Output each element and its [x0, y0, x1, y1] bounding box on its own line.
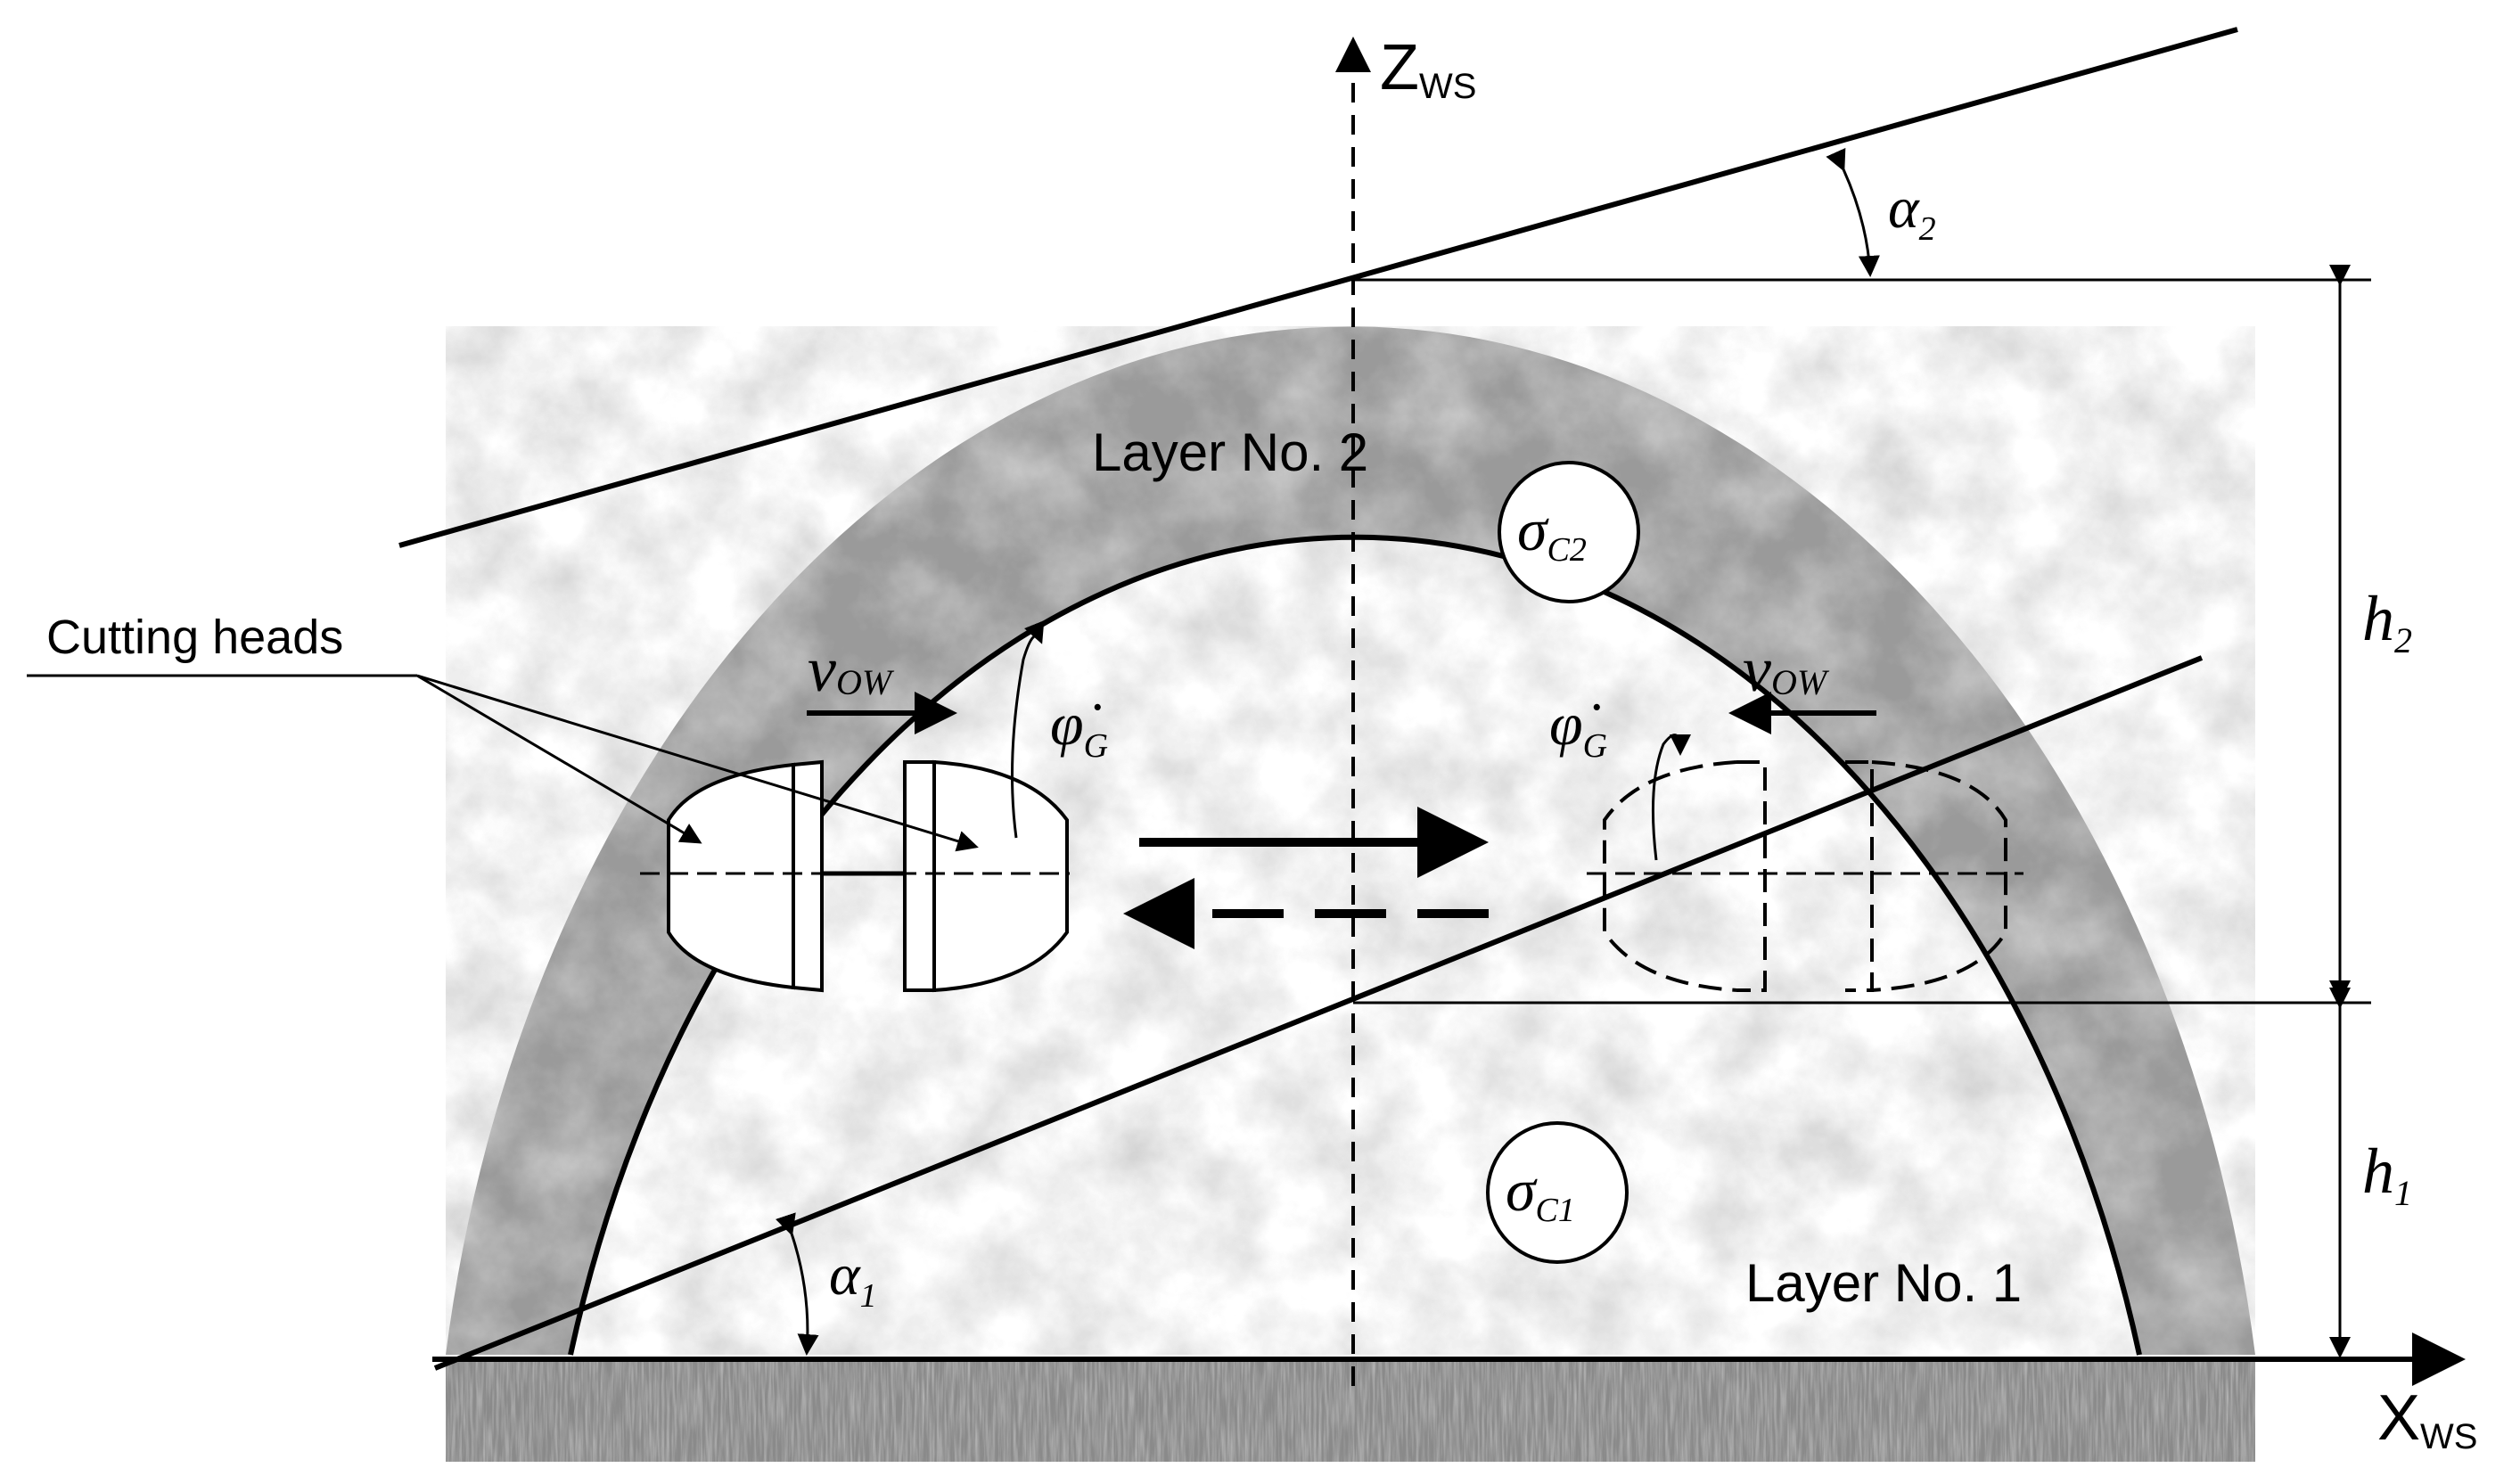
x-axis-label: XWS [2377, 1382, 2477, 1456]
stress-circle-c2 [1498, 461, 1640, 603]
cutting-heads-callout [27, 674, 979, 852]
rotation-arrow-left [1011, 620, 1045, 839]
alpha1-arc [775, 1212, 819, 1356]
layer-1-label: Layer No. 1 [1745, 1253, 2022, 1313]
alpha2-arc [1826, 147, 1880, 277]
layer-boundary-lower [433, 655, 2204, 1371]
layer-2-label: Layer No. 2 [1092, 422, 1368, 482]
ground-strip [446, 1357, 2255, 1462]
layer-boundary-upper [398, 27, 2238, 548]
z-axis-label: ZWS [1380, 32, 1476, 106]
velocity-label-left: vOW [808, 634, 895, 705]
cutting-heads-label: Cutting heads [46, 611, 343, 664]
stress-c1-label: σC1 [1506, 1156, 1575, 1229]
alpha1-label: α1 [829, 1242, 877, 1315]
velocity-label-right: vOW [1743, 634, 1830, 705]
stress-circle-c1 [1486, 1121, 1629, 1264]
cutting-heads-dashed [1587, 760, 2023, 992]
alpha2-label: α2 [1888, 176, 1936, 248]
rotation-label-left: φ̇G [1050, 690, 1108, 765]
rotation-arrow-right [1651, 734, 1691, 861]
cutting-heads-solid [640, 759, 1070, 993]
h1-label: h1 [2362, 1136, 2412, 1213]
stress-c2-label: σC2 [1517, 496, 1587, 569]
rotation-label-right: φ̇G [1549, 690, 1607, 765]
h2-label: h2 [2362, 583, 2412, 660]
